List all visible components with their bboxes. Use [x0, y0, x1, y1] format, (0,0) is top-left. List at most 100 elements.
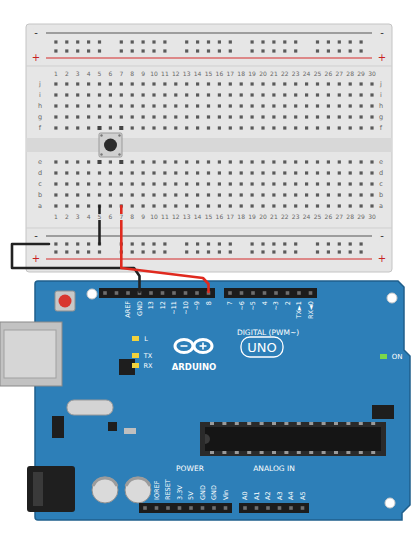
pin-label: 3.3V: [176, 485, 183, 500]
breadboard-hole: [294, 115, 297, 118]
header-pin: [255, 506, 259, 510]
breadboard-hole: [327, 126, 330, 129]
breadboard-hole: [65, 104, 68, 107]
breadboard-hole: [229, 126, 232, 129]
breadboard-hole: [261, 82, 264, 85]
row-letter: g: [37, 114, 43, 121]
breadboard-hole: [142, 40, 145, 43]
breadboard-hole: [131, 104, 134, 107]
breadboard-hole: [54, 126, 57, 129]
breadboard-hole: [174, 126, 177, 129]
chip-notch: [205, 434, 210, 444]
breadboard-hole: [240, 160, 243, 163]
header-pin: [149, 291, 153, 295]
breadboard-hole: [54, 93, 57, 96]
breadboard-hole: [196, 82, 199, 85]
breadboard-hole: [131, 250, 134, 253]
breadboard-hole: [87, 82, 90, 85]
breadboard-hole: [218, 204, 221, 207]
row-letter: j: [38, 81, 42, 88]
breadboard-hole: [54, 115, 57, 118]
column-number: 29: [356, 214, 366, 220]
breadboard-hole: [370, 171, 373, 174]
breadboard-hole: [174, 160, 177, 163]
breadboard-hole: [207, 182, 210, 185]
breadboard-hole: [196, 40, 199, 43]
breadboard-hole: [294, 49, 297, 52]
breadboard-hole: [65, 171, 68, 174]
breadboard-hole: [163, 160, 166, 163]
breadboard-hole: [261, 93, 264, 96]
header-pin: [166, 506, 170, 510]
breadboard-hole: [349, 242, 352, 245]
breadboard-hole: [174, 82, 177, 85]
column-number: 5: [97, 214, 103, 220]
column-number: 16: [215, 214, 225, 220]
rail-separator: [26, 66, 392, 67]
usb-connector-face: [4, 330, 56, 378]
breadboard-hole: [76, 242, 79, 245]
chip-leg: [371, 451, 375, 454]
breadboard-hole: [163, 40, 166, 43]
mounting-hole: [87, 289, 97, 299]
breadboard-hole: [65, 49, 68, 52]
breadboard-hole: [142, 49, 145, 52]
breadboard-hole: [338, 193, 341, 196]
breadboard-hole: [261, 126, 264, 129]
breadboard-hole: [65, 160, 68, 163]
breadboard-hole: [240, 193, 243, 196]
led: [132, 353, 139, 358]
breadboard-hole: [109, 104, 112, 107]
breadboard-hole: [360, 204, 363, 207]
breadboard-hole: [305, 93, 308, 96]
column-number: 23: [291, 71, 301, 77]
pin-label: ~9: [194, 301, 201, 311]
breadboard-hole: [316, 93, 319, 96]
breadboard-hole: [142, 115, 145, 118]
breadboard-hole: [109, 182, 112, 185]
row-letter: i: [379, 92, 383, 99]
header-pin: [278, 506, 282, 510]
column-number: 6: [107, 71, 113, 77]
breadboard-hole: [338, 126, 341, 129]
chip-leg: [371, 422, 375, 425]
breadboard-hole: [251, 49, 254, 52]
breadboard-hole: [316, 126, 319, 129]
digital-header: [99, 288, 215, 298]
breadboard-hole: [98, 104, 101, 107]
column-number: 17: [225, 71, 235, 77]
breadboard-hole: [98, 93, 101, 96]
header-title: ANALOG IN: [253, 465, 295, 473]
breadboard-hole: [207, 171, 210, 174]
header-pin: [243, 506, 247, 510]
led: [132, 336, 139, 341]
led: [380, 354, 387, 359]
breadboard-hole: [76, 82, 79, 85]
rail-sign: +: [31, 254, 41, 264]
breadboard-hole: [229, 250, 232, 253]
chip-leg: [359, 451, 363, 454]
header-pin: [301, 506, 305, 510]
pin-label: 13: [148, 301, 155, 309]
column-number: 10: [149, 71, 159, 77]
breadboard-hole: [163, 49, 166, 52]
breadboard-hole: [316, 182, 319, 185]
row-letter: b: [37, 192, 43, 199]
rail-separator: [26, 228, 392, 229]
breadboard-hole: [360, 104, 363, 107]
pin-label: AREF: [125, 301, 132, 318]
reset-button: [59, 295, 72, 308]
breadboard-hole: [349, 93, 352, 96]
breadboard-hole: [229, 40, 232, 43]
pin-label: 7: [227, 301, 234, 305]
breadboard-hole: [65, 182, 68, 185]
breadboard-hole: [54, 104, 57, 107]
chip-leg: [346, 422, 350, 425]
breadboard-hole: [251, 250, 254, 253]
breadboard-hole: [120, 93, 123, 96]
breadboard-hole: [251, 104, 254, 107]
power-header: [139, 503, 232, 513]
breadboard-hole: [272, 104, 275, 107]
header-pin: [126, 291, 130, 295]
breadboard-hole: [196, 204, 199, 207]
